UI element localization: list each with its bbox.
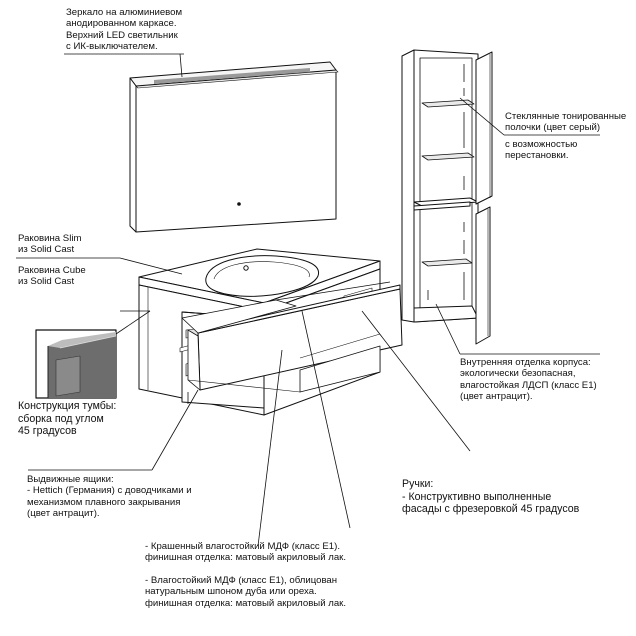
- label-sink-slim: Раковина Slim из Solid Cast: [18, 233, 82, 256]
- label-drawers: Выдвижные ящики: - Hettich (Германия) с …: [27, 474, 192, 520]
- vanity-illustration: [138, 248, 403, 416]
- corner-detail-inset: [35, 329, 117, 399]
- label-glass-shelves: Стеклянные тонированные полочки (цвет се…: [505, 111, 627, 134]
- label-mdf-veneer: - Влагостойкий МДФ (класс E1), облицован…: [145, 575, 347, 609]
- label-glass-shelves-note: с возможностью перестановки.: [505, 139, 578, 162]
- label-mirror: Зеркало на алюминиевом анодированном кар…: [66, 7, 183, 53]
- label-mdf-painted: - Крашенный влагостойкий МДФ (класс E1).…: [145, 541, 347, 564]
- label-cabinet-construction: Конструкция тумбы: сборка под углом 45 г…: [18, 400, 117, 438]
- label-sink-cube: Раковина Cube из Solid Cast: [18, 265, 86, 288]
- label-interior-finish: Внутренняя отделка корпуса: экологически…: [460, 357, 597, 403]
- mirror-illustration: [129, 61, 339, 233]
- leader-lines: [16, 53, 600, 547]
- tall-cabinet-illustration: [401, 49, 493, 345]
- label-handles: Ручки: - Конструктивно выполненные фасад…: [402, 478, 580, 516]
